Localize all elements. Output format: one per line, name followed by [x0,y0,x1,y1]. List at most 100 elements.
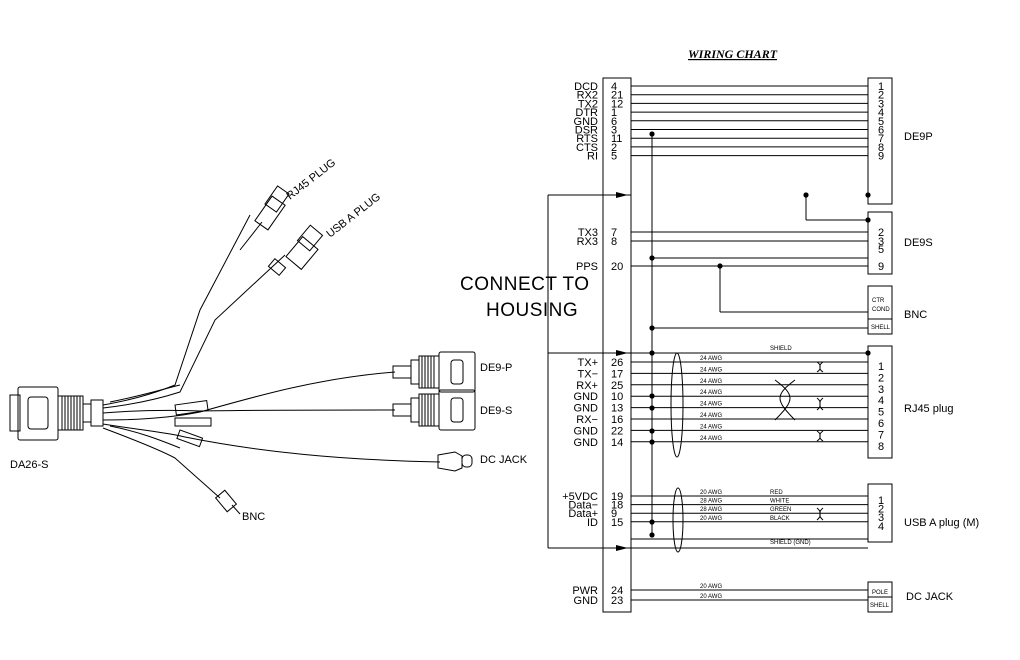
dest-pin: 3 [878,98,884,110]
pin-number: 5 [611,151,617,163]
signal-label: GND [574,391,599,403]
signal-label: RX+ [576,380,598,392]
pin-number: 18 [611,500,623,512]
dest-pin: 6 [878,125,884,137]
signal-label: RI [587,151,598,163]
dest-pin: 1 [878,81,884,93]
dest-pin: 2 [878,227,884,239]
pin-number: 1 [611,107,617,119]
arrow-mark [616,192,628,198]
pin-number: 22 [611,425,623,437]
pin-number: 2 [611,142,617,154]
awg-label: 24 AWG [700,379,722,385]
pin-number: 12 [611,98,623,110]
pin-number: 13 [611,403,623,415]
wiring-chart-title: WIRING CHART [688,47,778,61]
signal-label: RX3 [577,236,598,248]
usb-box [867,483,893,543]
de9s-name: DE9S [904,237,933,249]
pin-number: 3 [611,125,617,137]
connect-housing-line1: CONNECT TO [460,274,590,295]
signal-label: TX+ [578,357,598,369]
signal-label: TX− [578,368,598,380]
signal-label: TX2 [578,98,598,110]
signal-label: ID [587,517,598,529]
twist-mark [816,430,824,442]
dest-pin: 4 [878,521,884,533]
dcjack-box-line2: SHELL [870,603,890,609]
dest-pin: 1 [878,495,884,507]
dest-pin: 1 [878,361,884,373]
rj45-plug-label: RJ45 PLUG [284,157,338,203]
pin-number: 21 [611,90,623,102]
pin-number: 10 [611,391,623,403]
dest-pin: 4 [878,107,884,119]
pin-number: 4 [611,81,617,93]
dest-pin: 2 [878,90,884,102]
bnc-name: BNC [904,309,927,321]
pin-number: 24 [611,585,623,597]
cable-assembly: DA26-S RJ45 PLUG USB A PLUG [9,157,528,523]
awg-label: 24 AWG [700,367,722,373]
awg-label: 24 AWG [700,356,722,362]
bnc-cable-label: BNC [242,511,265,523]
awg-label: 20 AWG [700,490,722,496]
shield-ellipse [670,352,684,458]
bnc-box-line3: SHELL [871,325,891,331]
dest-pin: 8 [878,142,884,154]
dcjack-name: DC JACK [906,591,954,603]
awg-label: 24 AWG [700,413,722,419]
pin-number: 8 [611,236,617,248]
twist-mark [816,361,824,373]
dcjack-box-line1: POLE [872,590,888,596]
dest-pin: 4 [878,395,884,407]
awg-label: 28 AWG [700,499,722,505]
awg-label: 28 AWG [700,507,722,513]
dest-pin: 3 [878,384,884,396]
signal-label: RX2 [577,90,598,102]
signal-label: GND [574,116,599,128]
signal-label: RX− [576,414,598,426]
dest-pin: 2 [878,504,884,516]
pin-number: 6 [611,116,617,128]
dest-pin: 9 [878,151,884,163]
twist-mark-large [774,379,796,421]
signal-label: Data+ [568,508,598,520]
awg-label: 20 AWG [700,584,722,590]
awg-label: 24 AWG [700,424,722,430]
usb-plug-label: USB A PLUG [324,191,382,240]
bnc-box-line2: COND [872,307,890,313]
pin-number: 14 [611,437,623,449]
signal-label: DCD [574,81,598,93]
da26-pin-column [602,77,632,613]
signal-label: +5VDC [562,491,598,503]
shield-ellipse [672,487,684,553]
signal-label: PPS [576,261,598,273]
signal-label: Data− [568,500,598,512]
awg-label: 20 AWG [700,516,722,522]
twist-mark [816,507,824,521]
dest-pin: 3 [878,512,884,524]
da26-label: DA26-S [10,459,49,471]
pin-number: 20 [611,261,623,273]
signal-label: GND [574,595,599,607]
signal-label: GND [574,403,599,415]
dest-pin: 6 [878,418,884,430]
pin-number: 26 [611,357,623,369]
signal-label: GND [574,425,599,437]
signal-label: CTS [576,142,598,154]
wire-color-label: BLACK [770,516,790,522]
awg-label: 20 AWG [700,594,722,600]
shield-label: SHIELD (GND) [770,540,811,546]
dest-pin: 5 [878,244,884,256]
usb-plug [267,224,324,277]
de9p-connector [392,351,476,393]
pin-number: 7 [611,227,617,239]
pin-number: 9 [611,508,617,520]
dest-pin: 5 [878,407,884,419]
de9s-connector [392,389,476,431]
dc-jack-connector [437,451,473,472]
wire-color-label: WHITE [770,499,789,505]
dest-pin: 7 [878,133,884,145]
